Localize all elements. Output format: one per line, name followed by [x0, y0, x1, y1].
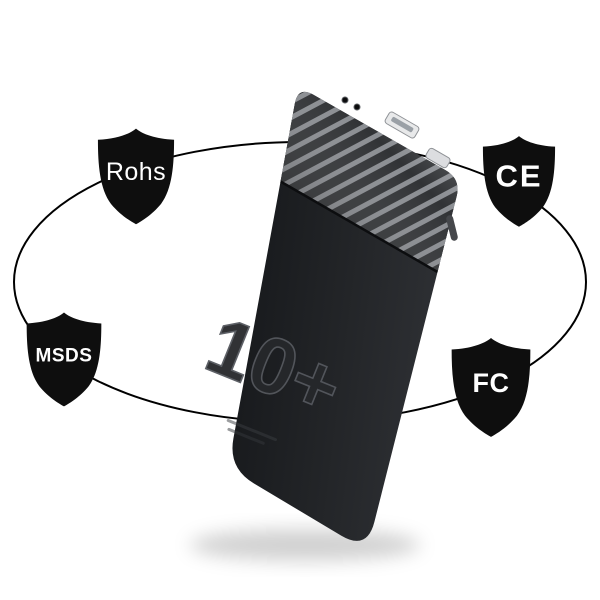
- usb-port-icon: [425, 147, 451, 169]
- power-bank: 10+: [194, 91, 458, 541]
- top-hole-icon: [353, 103, 361, 111]
- badge-label-fc: FC: [472, 367, 510, 398]
- shield-icon: [26, 312, 102, 407]
- shield-icon: [97, 128, 175, 225]
- badge-msds: MSDS: [18, 308, 110, 410]
- badge-ce: CE: [475, 129, 563, 233]
- power-button: [446, 215, 458, 241]
- badge-rohs: Rohs: [88, 124, 184, 228]
- device-shadow: [190, 529, 420, 561]
- badge-fc: FC: [443, 333, 539, 441]
- cap-divider: [279, 180, 439, 274]
- badge-label-ce: CE: [495, 158, 543, 194]
- shield-icon: [451, 338, 531, 437]
- shield-icon: [482, 136, 556, 227]
- small-print-line: [226, 419, 278, 442]
- small-print-line: [227, 427, 265, 445]
- usb-port-contact: [391, 116, 414, 133]
- striped-top-sheen: [280, 91, 458, 272]
- badge-label-msds: MSDS: [35, 345, 93, 367]
- top-hole-icon: [341, 96, 349, 104]
- badge-label-rohs: Rohs: [105, 158, 167, 187]
